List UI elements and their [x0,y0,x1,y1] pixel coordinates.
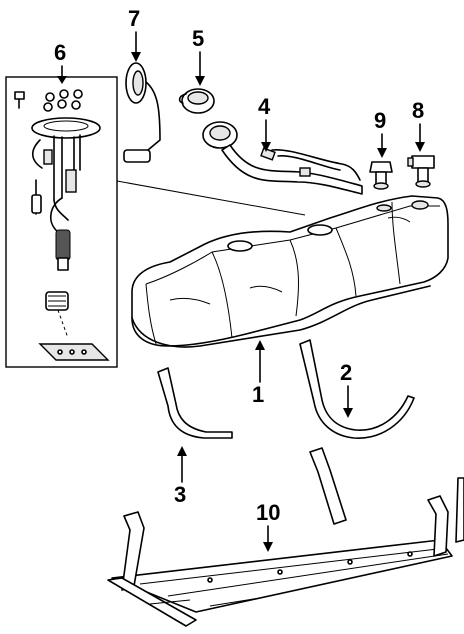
rollover-valve [369,161,393,190]
vent-valve [407,155,435,188]
callout-label: 10 [256,500,280,525]
callout-label: 7 [128,6,140,31]
callout-9: 9 [374,108,387,158]
callout-label: 9 [374,108,386,133]
callout-label: 2 [340,360,352,385]
fuel-filler-neck [202,121,363,195]
callout-label: 6 [54,40,66,65]
callout-4: 4 [258,94,271,152]
fuel-cap [178,88,215,114]
callout-8: 8 [412,98,425,152]
callout-1: 1 [252,340,265,407]
callout-7: 7 [128,6,141,62]
fuel-tank-skid-plate [107,447,464,627]
callout-2: 2 [340,360,353,418]
callout-label: 8 [412,98,424,123]
callout-label: 4 [258,94,271,119]
callout-10: 10 [256,500,280,552]
fuel-tank-strap-right [299,339,415,439]
fuel-tank-strap-left [157,367,233,439]
callout-label: 3 [174,482,186,507]
fuel-pump-sender-assembly [5,76,306,368]
callout-6: 6 [54,40,67,84]
callout-label: 1 [252,382,264,407]
callout-5: 5 [192,26,205,86]
fuel-tank [131,195,449,348]
callout-3: 3 [174,446,187,507]
callout-label: 5 [192,26,204,51]
fuel-sender-ring [123,62,161,163]
